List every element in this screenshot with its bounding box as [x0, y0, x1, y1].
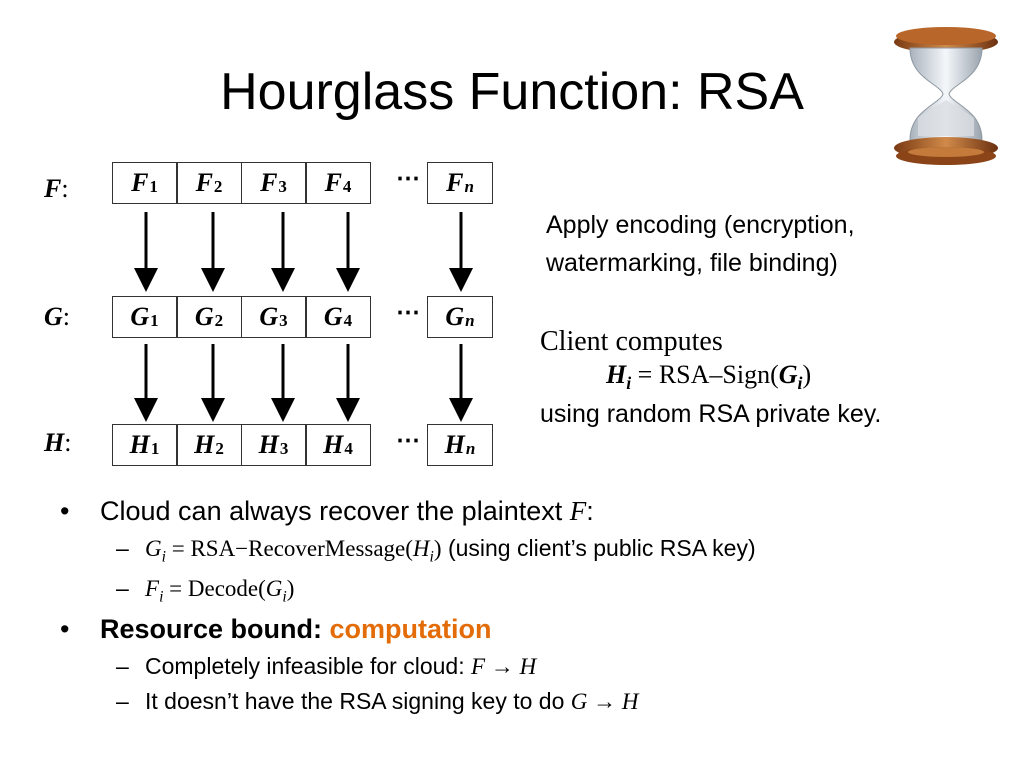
encoding-note-line2: watermarking, file binding): [546, 249, 838, 277]
client-line3: using random RSA private key.: [540, 400, 882, 429]
bullet-list: Cloud can always recover the plaintext F…: [60, 496, 1010, 723]
hourglass-icon: [894, 27, 998, 165]
ellipsis-f: ⋯: [396, 166, 420, 192]
ellipsis-g: ⋯: [396, 300, 420, 326]
slide-title: Hourglass Function: RSA: [220, 63, 804, 121]
row-label-f: F:: [44, 174, 69, 203]
sub-bullet-decode: Fi = Decode(Gi): [60, 575, 1010, 607]
sub-bullet-recover-message: Gi = RSA−RecoverMessage(Hi) (using clien…: [60, 535, 1010, 567]
encoding-note: Apply encoding (encryption, watermarking…: [546, 206, 855, 282]
client-formula: Hi = RSA–Sign(Gi): [606, 360, 812, 394]
encoding-note-line1: Apply encoding (encryption,: [546, 211, 855, 239]
client-line1: Client computes: [540, 326, 723, 357]
bullet-resource-bound: Resource bound: computation: [60, 614, 1010, 645]
client-note: Client computes Hi = RSA–Sign(Gi) using …: [540, 326, 980, 429]
ellipsis-h: ⋯: [396, 428, 420, 454]
sub-bullet-no-key: It doesn’t have the RSA signing key to d…: [60, 688, 1010, 715]
sub-bullet-infeasible: Completely infeasible for cloud: F → H: [60, 653, 1010, 680]
row-label-g: G:: [44, 302, 71, 331]
row-label-h: H:: [44, 428, 72, 457]
bullet-recover: Cloud can always recover the plaintext F…: [60, 496, 1010, 527]
